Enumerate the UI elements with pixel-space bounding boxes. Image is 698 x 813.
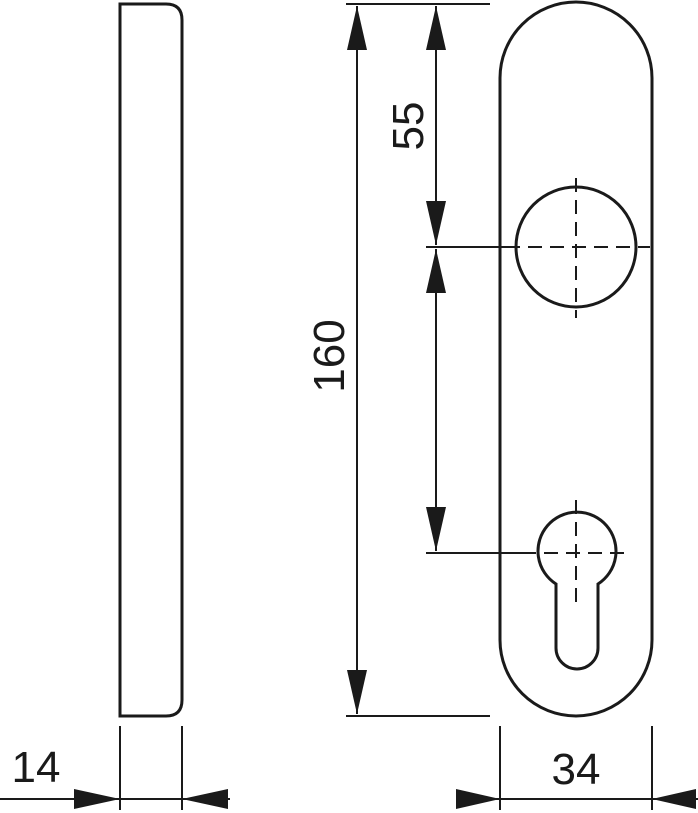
thickness-dimension-label: 14 xyxy=(12,743,61,792)
width-dimension-label: 34 xyxy=(552,745,601,794)
spindle-dimension-label: 55 xyxy=(384,102,433,151)
front-plate-outline xyxy=(498,0,654,718)
side-view-outline xyxy=(118,2,184,718)
width-dimension: 34 xyxy=(456,745,698,809)
spindle-dimension: 55 xyxy=(384,6,446,245)
width-arrow-right xyxy=(652,789,696,809)
front-view xyxy=(498,0,654,718)
cylinder-hole xyxy=(536,510,618,671)
spindle-arrow-top xyxy=(426,6,446,50)
center-distance-arrow-bottom xyxy=(426,507,446,551)
height-dimension-label: 160 xyxy=(305,319,354,392)
side-view xyxy=(118,2,184,718)
height-arrow-bottom xyxy=(347,670,367,714)
thickness-arrow-left xyxy=(74,789,120,809)
thickness-arrow-right xyxy=(182,789,228,809)
height-dimension: 160 xyxy=(305,6,367,714)
thickness-dimension: 14 xyxy=(0,743,230,809)
extension-lines xyxy=(119,3,653,810)
center-distance-arrow-top xyxy=(426,249,446,293)
spindle-arrow-bottom xyxy=(426,201,446,245)
center-distance-dimension xyxy=(426,249,446,551)
width-arrow-left xyxy=(456,789,500,809)
height-arrow-top xyxy=(347,6,367,50)
